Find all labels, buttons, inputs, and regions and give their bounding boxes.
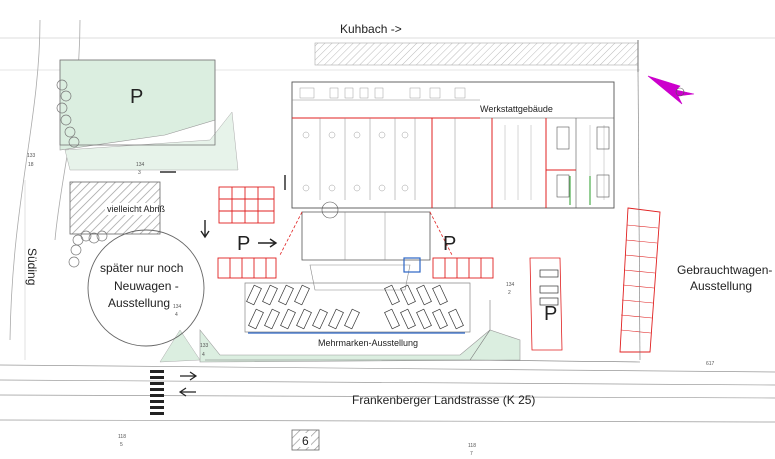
werkstatt-label: Werkstattgebäude [480, 104, 553, 114]
parking-north-label: P [130, 86, 143, 108]
trees [56, 79, 108, 268]
parking-north [59, 59, 216, 146]
svg-text:134: 134 [173, 304, 182, 310]
neuwagen-circle [87, 229, 205, 347]
landstrasse-label: Frankenberger Landstrasse (K 25) [352, 393, 535, 407]
car-rows [244, 269, 559, 333]
abriss-label: vielleicht Abriß [107, 204, 166, 214]
parking-label-southeast: P [544, 303, 557, 325]
green-area-west [64, 111, 239, 171]
gebraucht-label-2: Ausstellung [690, 279, 752, 293]
neuwagen-label-2: Neuwagen - [114, 279, 179, 293]
svg-text:2: 2 [508, 290, 511, 296]
parcel-numbers: 133 18 134 3 134 4 133 4 134 2 617 118 5… [27, 153, 715, 457]
svg-text:134: 134 [136, 162, 145, 168]
parking-label-east: P [443, 233, 456, 255]
showroom [279, 201, 453, 291]
sueding-label: Süding [25, 248, 39, 285]
kuhbach-stream [314, 42, 639, 66]
neuwagen-label-1: später nur noch [100, 261, 183, 275]
svg-text:18: 18 [28, 162, 34, 168]
gebraucht-label-1: Gebrauchtwagen- [677, 263, 772, 277]
svg-text:7: 7 [470, 451, 473, 457]
werkstatt-building [291, 81, 615, 209]
svg-text:133: 133 [200, 343, 209, 349]
traffic-arrows [160, 171, 286, 248]
box-6-label: 6 [302, 434, 309, 448]
north-arrow [647, 75, 695, 105]
road-arrows [178, 371, 198, 397]
svg-text:118: 118 [468, 443, 476, 449]
svg-text:134: 134 [506, 282, 515, 288]
parking-label-west: P [237, 233, 250, 255]
property-boundary [205, 71, 641, 363]
svg-text:617: 617 [706, 361, 715, 367]
parking-red-blocks [217, 186, 661, 353]
mehrmarken-label: Mehrmarken-Ausstellung [318, 338, 418, 348]
svg-text:4: 4 [175, 312, 178, 318]
svg-text:5: 5 [120, 442, 123, 448]
neuwagen-label-3: Ausstellung [108, 296, 170, 310]
svg-text:4: 4 [202, 352, 205, 358]
landstrasse-road [0, 364, 775, 423]
kuhbach-label: Kuhbach -> [340, 22, 402, 36]
svg-text:133: 133 [27, 153, 36, 159]
svg-text:3: 3 [138, 170, 141, 176]
svg-text:118: 118 [118, 434, 126, 440]
crosswalk [150, 370, 164, 415]
